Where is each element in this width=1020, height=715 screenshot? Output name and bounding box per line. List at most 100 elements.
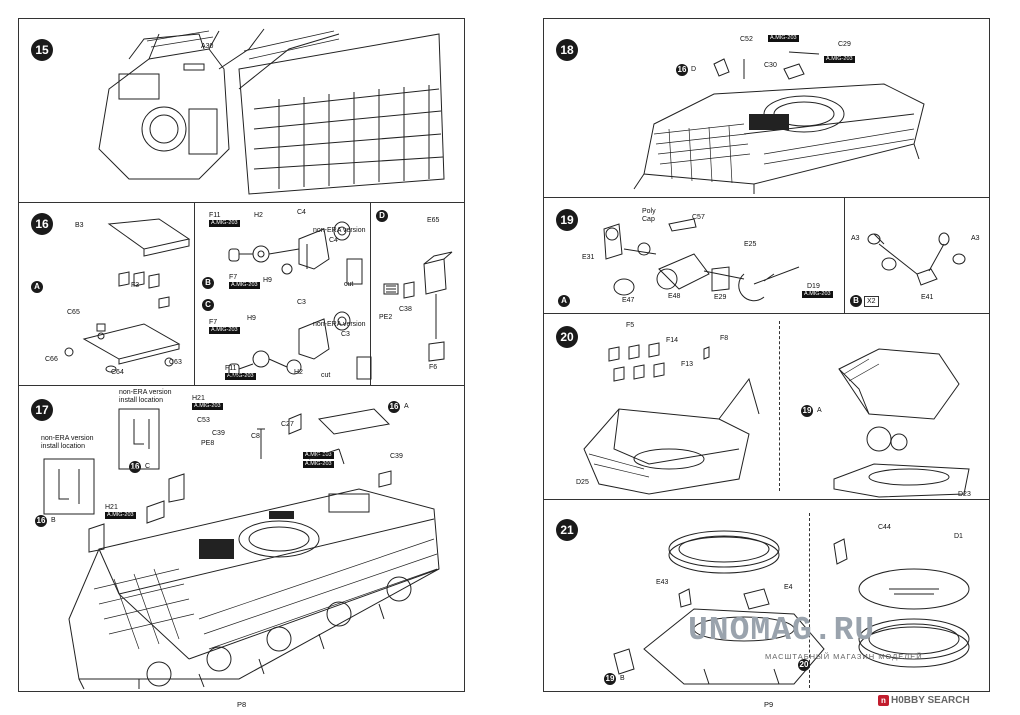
part-label-e43: E43 (656, 579, 669, 586)
sub-step-d: D (376, 210, 388, 222)
cut-label-c: cut (321, 372, 331, 379)
part-label-d25: D25 (576, 479, 589, 486)
sub-step-b: B (202, 277, 214, 289)
step-number-16: 16 (31, 213, 53, 235)
paint-code: A.MIG-203 (824, 56, 855, 63)
step-number-15: 15 (31, 39, 53, 61)
instruction-page-left: 15 A30 16 B3 F3 A C65 C66 C64 C63 (18, 18, 465, 709)
paint-code: A.MIG-203 (105, 512, 136, 519)
step-19a-parts (603, 218, 800, 302)
part-label-f7c: F7 (209, 319, 218, 326)
part-label-h21: H21 (192, 395, 205, 402)
step-16d-parts (383, 251, 453, 362)
part-label-h9: H9 (263, 277, 272, 284)
poly-label: Poly (642, 208, 656, 215)
part-label-c39b: C39 (390, 453, 403, 460)
ref-step-16: 16 (388, 401, 400, 413)
part-label-e25: E25 (744, 241, 757, 248)
divider (544, 197, 989, 198)
ref-sub-b: B (51, 517, 56, 524)
part-label-a30: A30 (201, 43, 214, 50)
nonera-note-left: non-ERA version (41, 435, 94, 442)
vehicle-rear-illustration (98, 28, 445, 195)
part-label-c30: C30 (764, 62, 777, 69)
ref-step-16: 16 (129, 461, 141, 473)
part-label-f5: F5 (626, 322, 635, 329)
paint-code: A.MIG-203 (209, 327, 240, 334)
divider (19, 202, 464, 203)
watermark-text: UNOMAG.RU (688, 612, 876, 649)
step-number-20: 20 (556, 326, 578, 348)
part-label-h2: H2 (254, 212, 263, 219)
ref-step-19: 19 (604, 673, 616, 685)
part-label-d1: D1 (954, 533, 963, 540)
part-label-f6: F6 (429, 364, 438, 371)
part-label-c63: C63 (169, 359, 182, 366)
step-number-17: 17 (31, 399, 53, 421)
ref-step-19: 19 (801, 405, 813, 417)
watermark-subtitle: МАСШТАБНЫЙ МАГАЗИН МОДЕЛЕЙ (765, 652, 923, 661)
hobby-search-badge: n (878, 695, 889, 706)
ref-sub-a: A (817, 407, 822, 414)
part-label-a3b: A3 (971, 235, 980, 242)
part-label-c29: C29 (838, 41, 851, 48)
nonera-note-top: non-ERA version (119, 389, 172, 396)
part-label-d19: D19 (807, 283, 820, 290)
part-label-c8: C8 (251, 433, 260, 440)
divider (19, 385, 464, 386)
paint-code: A.MIG-203 (303, 461, 334, 468)
part-label-f11: F11 (209, 212, 221, 219)
part-label-c3b: C3 (341, 331, 350, 338)
part-label-c64: C64 (111, 369, 124, 376)
part-label-a3: A3 (851, 235, 860, 242)
part-label-e47: E47 (622, 297, 635, 304)
sub-step-c: C (202, 299, 214, 311)
ref-sub-a: A (404, 403, 409, 410)
divider (370, 202, 371, 385)
paint-code: A.MIG-203 (209, 220, 240, 227)
part-label-e31: E31 (582, 254, 595, 261)
hobby-search-text: H0BBY SEARCH (891, 695, 970, 706)
dashed-separator (809, 513, 810, 688)
part-label-c53: C53 (197, 417, 210, 424)
divider (194, 202, 195, 385)
divider (844, 197, 845, 313)
step-19b-parts (867, 232, 966, 286)
ref-step-20: 20 (798, 659, 810, 671)
part-label-f7: F7 (229, 274, 238, 281)
part-label-c52: C52 (740, 36, 753, 43)
paint-code: A.MIG-203 (225, 373, 256, 380)
paint-code: A.MIG-203 (192, 403, 223, 410)
divider (544, 313, 989, 314)
part-label-c66: C66 (45, 356, 58, 363)
part-label-pe8: PE8 (201, 440, 215, 447)
part-label-c3: C3 (297, 299, 306, 306)
instruction-page-right: 18 16 D C52 A.MIG-203 C29 A.MIG-203 C30 … (543, 18, 990, 709)
part-label-f8: F8 (720, 335, 729, 342)
ref-sub-d: D (691, 66, 697, 73)
part-label-c27: C27 (281, 421, 294, 428)
step-16bc-parts (228, 221, 372, 380)
step-number-18: 18 (556, 39, 578, 61)
part-label-f11c: F11 (225, 365, 237, 372)
ref-step-16: 16 (676, 64, 688, 76)
part-label-e41: E41 (921, 294, 934, 301)
dashed-separator (779, 321, 780, 491)
part-label-e65: E65 (427, 217, 440, 224)
paint-code: A.MIG-203 (802, 291, 833, 298)
part-label-d23: D23 (958, 491, 971, 498)
turret-ring-assembly (583, 342, 970, 498)
install-note-top: install location (119, 397, 163, 404)
paint-code: A.MIG-203 (768, 35, 799, 42)
part-label-h21b: H21 (105, 504, 118, 511)
part-label-e48: E48 (668, 293, 681, 300)
part-label-c44: C44 (878, 524, 891, 531)
part-label-h9c: H9 (247, 315, 256, 322)
part-label-pe2: PE2 (379, 314, 393, 321)
part-label-c4: C4 (297, 209, 306, 216)
part-label-c39: C39 (212, 430, 225, 437)
part-label-c65: C65 (67, 309, 80, 316)
part-label-e29: E29 (714, 294, 727, 301)
step-number-19: 19 (556, 209, 578, 231)
